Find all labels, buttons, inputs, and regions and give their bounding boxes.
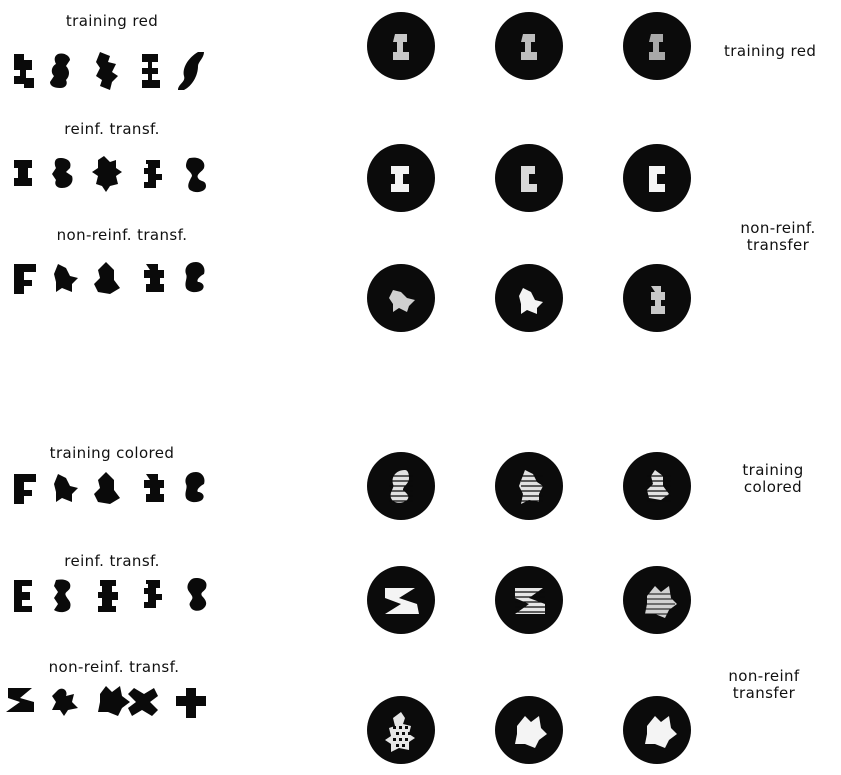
stimulus-shape (14, 264, 36, 294)
stimulus-disc (623, 144, 691, 212)
stimulus-disc (495, 264, 563, 332)
stimulus-disc (495, 566, 563, 634)
stimulus-shape (14, 580, 32, 612)
disc-inner-shape (393, 34, 409, 60)
stimulus-shape (50, 53, 70, 88)
stimulus-disc (367, 264, 435, 332)
stimulus-shape (185, 472, 204, 502)
stimulus-disc (367, 452, 435, 520)
stimulus-shape (96, 52, 118, 90)
shape-row-non-reinf-transf-1 (14, 262, 205, 294)
shape-row-reinf-transf-1 (14, 156, 206, 192)
stimulus-disc (367, 12, 435, 80)
shape-row-training-red (14, 52, 204, 90)
stimulus-shape (94, 472, 120, 504)
stimulus-shape (52, 158, 73, 188)
disc-inner-shape (521, 34, 537, 60)
disc-inner-shape (389, 290, 415, 312)
stimulus-shape (14, 160, 32, 186)
stimulus-shape (144, 264, 164, 292)
stimulus-shape (6, 688, 34, 712)
stimulus-shape (94, 262, 120, 294)
disc-inner-shape (385, 588, 419, 614)
stimulus-shape (52, 689, 78, 716)
stimulus-shape (178, 52, 204, 90)
disc-inner-shape (521, 166, 537, 192)
stimulus-disc (495, 144, 563, 212)
stimulus-shape (14, 54, 34, 88)
stimulus-shape (92, 156, 122, 192)
stimulus-shape (185, 262, 204, 292)
disc-inner-shape (645, 586, 677, 618)
stimulus-disc (367, 144, 435, 212)
disc-inner-shape (645, 716, 677, 748)
stimulus-disc (623, 12, 691, 80)
shape-row-reinf-transf-2 (14, 578, 207, 612)
stimulus-disc (495, 12, 563, 80)
stimulus-shape (14, 474, 36, 504)
disc-inner-shape (649, 34, 665, 60)
stimulus-shape (128, 688, 158, 716)
stimulus-disc (495, 452, 563, 520)
stimulus-shape (176, 688, 206, 718)
disc-inner-shape (391, 166, 409, 192)
disc-inner-shape (515, 716, 547, 748)
stimulus-shape (187, 578, 206, 611)
disc-inner-shape (519, 470, 543, 504)
stimulus-disc (623, 696, 691, 764)
stimulus-shape (54, 474, 78, 502)
stimulus-shape (54, 264, 78, 292)
stimulus-shape (144, 474, 164, 502)
disc-inner-shape (649, 166, 665, 192)
stimulus-shape (144, 580, 162, 608)
stimulus-shape (54, 579, 71, 612)
disc-inner-shape (651, 286, 665, 314)
stimulus-disc (495, 696, 563, 764)
stimulus-shape (98, 580, 118, 612)
disc-inner-shape (519, 288, 543, 314)
stimulus-shape (98, 686, 130, 716)
stimulus-disc (367, 566, 435, 634)
shape-row-non-reinf-transf-2 (6, 686, 206, 718)
stimulus-shape (144, 160, 162, 188)
stimulus-disc (367, 696, 435, 764)
shape-row-training-colored (14, 472, 205, 504)
stimulus-shape (142, 54, 160, 88)
stimulus-shape (186, 158, 206, 192)
stimulus-disc (623, 264, 691, 332)
stimulus-disc (623, 452, 691, 520)
stimulus-disc (623, 566, 691, 634)
